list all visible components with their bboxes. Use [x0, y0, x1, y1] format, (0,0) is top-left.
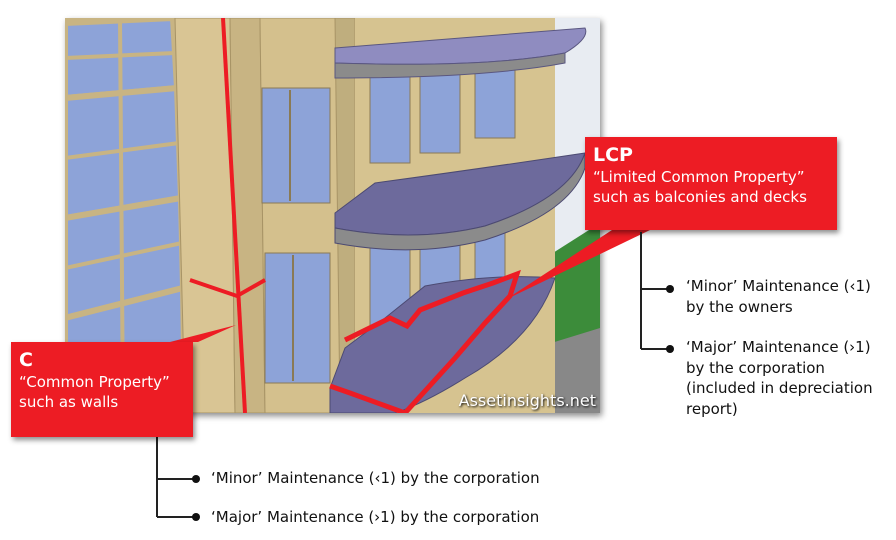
cp-major-bullet: [192, 513, 200, 521]
lcp-name: “Limited Common Property”: [593, 168, 805, 187]
balcony-outline: [343, 269, 521, 413]
wall-boundary-line: [221, 18, 247, 413]
cp-major-note: ‘Major’ Maintenance (›1) by the corporat…: [211, 508, 540, 526]
lcp-pointer: [505, 230, 650, 300]
lcp-major-note: ‘Major’ Maintenance (›1) by the corporat…: [686, 338, 873, 419]
cp-name: “Common Property”: [19, 373, 170, 392]
cp-callout: C “Common Property” such as walls: [11, 342, 193, 437]
cp-minor-bullet: [192, 475, 200, 483]
lcp-major-bullet: [666, 345, 674, 353]
cp-code: C: [19, 349, 33, 371]
cp-pointer: [170, 325, 236, 342]
lcp-code: LCP: [593, 144, 633, 166]
lcp-minor-bullet: [666, 285, 674, 293]
watermark: Assetinsights.net: [458, 391, 596, 410]
lcp-callout: LCP “Limited Common Property” such as ba…: [585, 137, 837, 230]
lcp-example: such as balconies and decks: [593, 187, 807, 206]
cp-example: such as walls: [19, 392, 119, 411]
lcp-minor-note: ‘Minor’ Maintenance (‹1) by the owners: [686, 277, 871, 316]
cp-minor-note: ‘Minor’ Maintenance (‹1) by the corporat…: [211, 469, 540, 487]
